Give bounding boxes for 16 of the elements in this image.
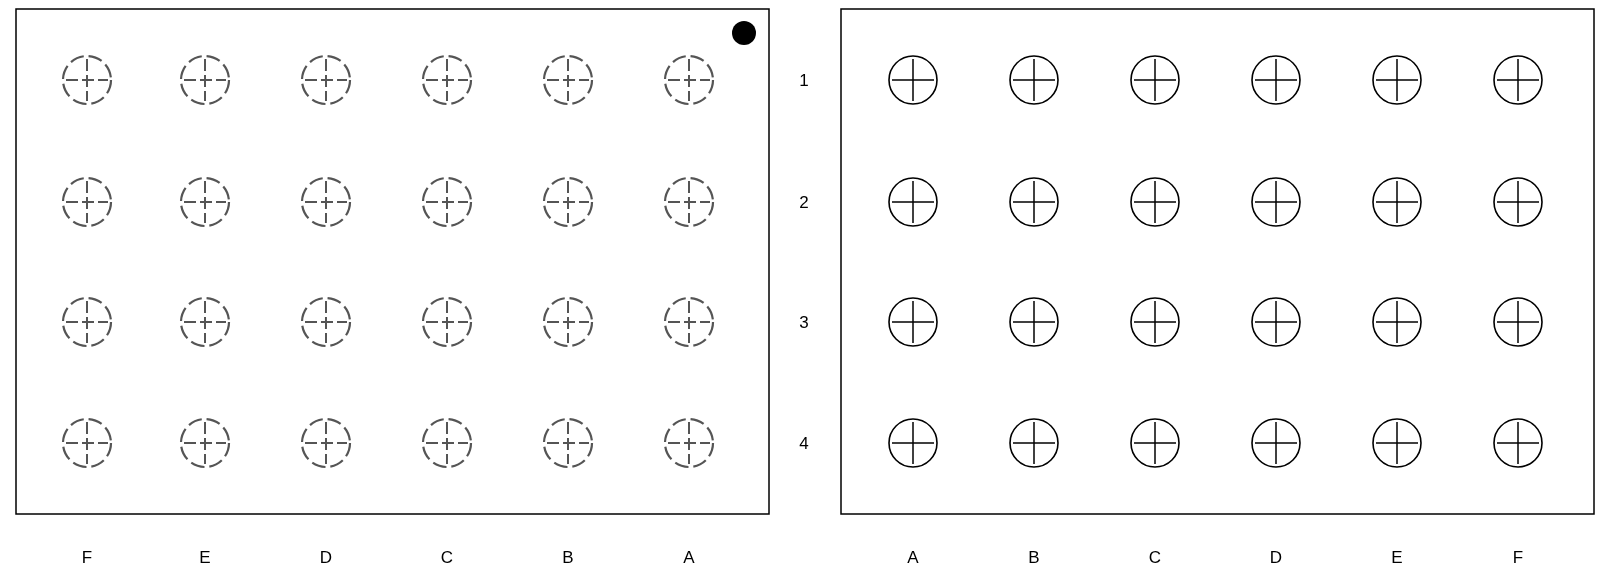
column-letter: B [1028, 548, 1040, 566]
column-letter: B [562, 548, 574, 566]
column-letter: F [81, 548, 93, 566]
row-number: 2 [799, 193, 809, 211]
column-letter: D [319, 548, 333, 566]
column-letter: A [907, 548, 919, 566]
column-letter: C [1148, 548, 1162, 566]
row-number: 4 [799, 434, 809, 452]
column-letter: E [1391, 548, 1403, 566]
column-letter: C [440, 548, 454, 566]
row-number: 1 [799, 71, 809, 89]
column-letter: F [1512, 548, 1524, 566]
column-letter: A [683, 548, 695, 566]
column-letter: E [199, 548, 211, 566]
column-letter: D [1269, 548, 1283, 566]
row-number: 3 [799, 313, 809, 331]
